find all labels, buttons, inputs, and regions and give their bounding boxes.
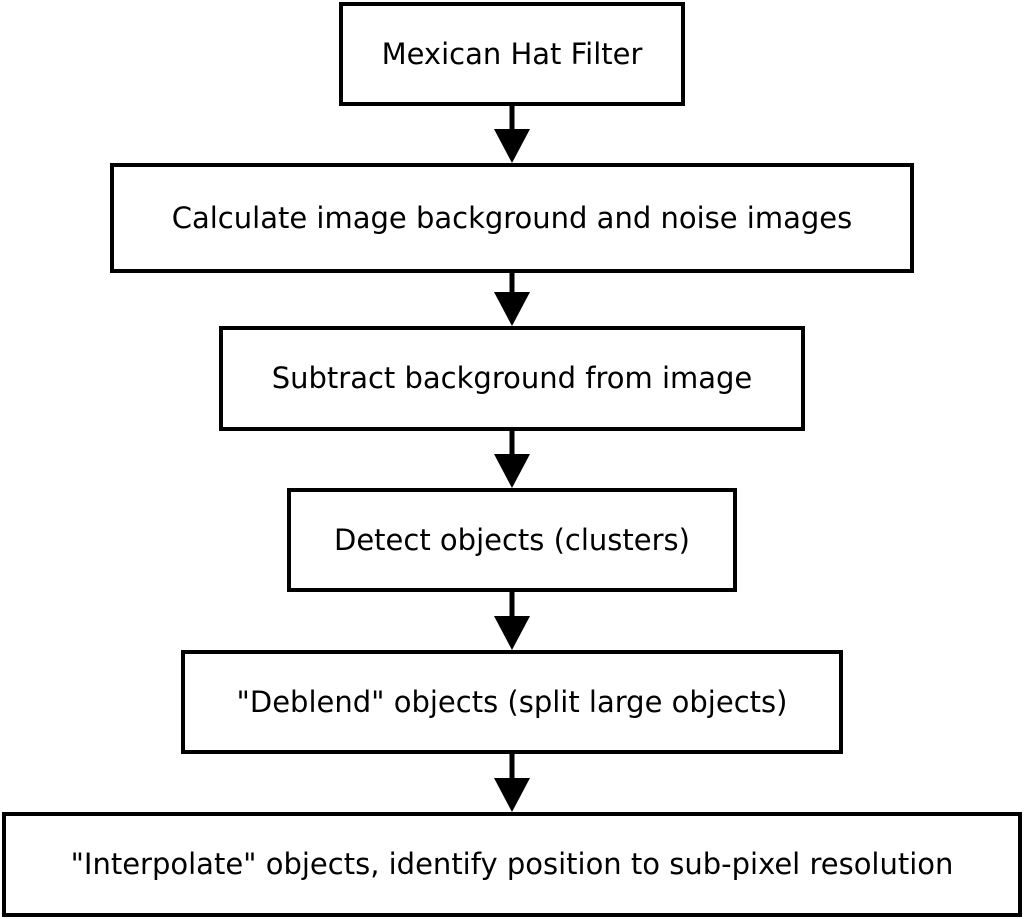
step-subtract-background: Subtract background from image [219,326,805,431]
arrowhead-2 [494,292,530,326]
arrowhead-1 [494,129,530,163]
arrowhead-5 [494,778,530,812]
step-label: Mexican Hat Filter [381,36,643,71]
step-label: "Deblend" objects (split large objects) [236,684,788,719]
step-deblend-objects: "Deblend" objects (split large objects) [181,650,843,754]
step-detect-objects: Detect objects (clusters) [287,488,737,592]
step-label: "Interpolate" objects, identify position… [70,847,954,881]
step-label: Detect objects (clusters) [334,522,690,557]
arrowhead-4 [494,616,530,650]
step-label: Calculate image background and noise ima… [171,200,853,235]
step-interpolate-objects: "Interpolate" objects, identify position… [2,812,1022,917]
step-mexican-hat-filter: Mexican Hat Filter [339,2,685,106]
step-label: Subtract background from image [271,361,753,395]
step-calculate-background: Calculate image background and noise ima… [110,163,914,273]
arrowhead-3 [494,454,530,488]
